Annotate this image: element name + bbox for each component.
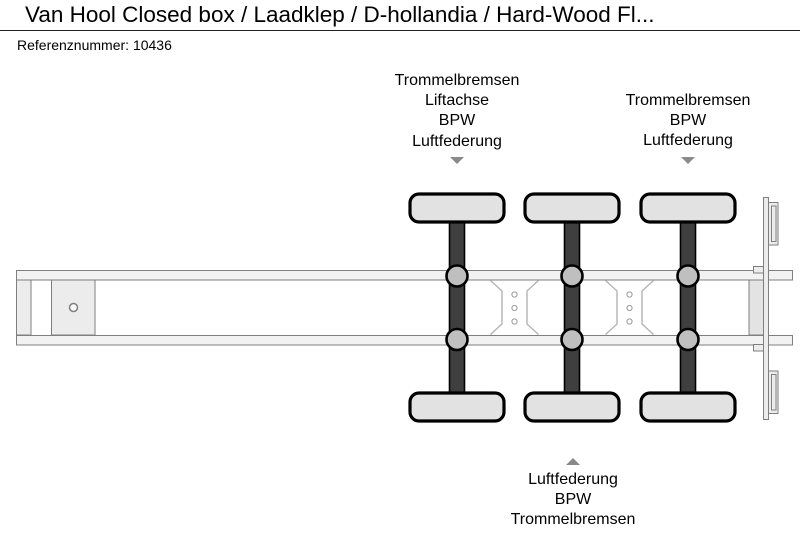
page-title: Van Hool Closed box / Laadklep / D-holla… [25,2,655,27]
kingpin [68,302,79,313]
air-bellow [445,327,469,352]
front-end [16,279,96,336]
air-bellow [560,264,584,288]
air-bellow [676,264,700,288]
frame-rail-bottom [16,335,793,346]
rear-bumper-plate [763,197,769,420]
rear-axle-annotation: Trommelbremsen BPW Luftfederung [578,91,798,164]
frame-rail-top [16,270,793,281]
arrow-down-icon [681,156,695,164]
air-bellow [676,327,700,352]
annotation-line: Luftfederung [412,132,502,150]
rear-bracket-top [753,266,764,274]
axle-1 [408,192,506,423]
reference-label: Referenznummer: [17,37,130,53]
annotation-line: Trommelbremsen [394,72,520,89]
header-divider [0,30,800,31]
wheel-bottom [639,391,737,423]
axle-beam [679,208,697,406]
annotation-line: Trommelbremsen [625,92,751,109]
rear-bracket-bottom [753,344,764,352]
annotation-line: BPW [554,491,592,509]
front-end-cap [16,279,32,336]
annotation-line: Trommelbremsen [510,511,636,529]
axle-3 [639,192,737,423]
annotation-line: Liftachse [424,92,490,110]
wheel-top [523,192,621,224]
annotation-line: BPW [438,112,476,130]
arrow-down-icon [450,156,464,164]
arrow-up-icon [566,458,580,465]
wheel-top [639,192,737,224]
air-bellow [560,327,584,352]
annotation-line: Luftfederung [643,132,733,150]
reference-value: 10436 [132,37,172,53]
chassis-frame [16,270,793,346]
rear-hinge-top-inner [771,205,777,242]
air-bellow [445,264,469,288]
annotation-line: BPW [669,112,707,130]
rear-crossbox [748,279,764,336]
wheel-bottom [523,391,621,423]
front-axle-annotation: Trommelbremsen Liftachse BPW Luftfederun… [347,71,567,164]
rear-end [748,197,779,420]
reference-number: Referenznummer: 10436 [17,37,172,54]
axle-2 [523,192,621,423]
axle-beam [448,208,466,406]
cross-member-2 [605,279,654,336]
annotation-line: Luftfederung [528,471,618,488]
axle-beam [563,208,581,406]
rear-hinge-bottom-inner [771,374,777,411]
wheel-bottom [408,391,506,423]
cross-member-1 [490,279,539,336]
bottom-axle-annotation: Luftfederung BPW Trommelbremsen [463,458,683,531]
wheel-top [408,192,506,224]
